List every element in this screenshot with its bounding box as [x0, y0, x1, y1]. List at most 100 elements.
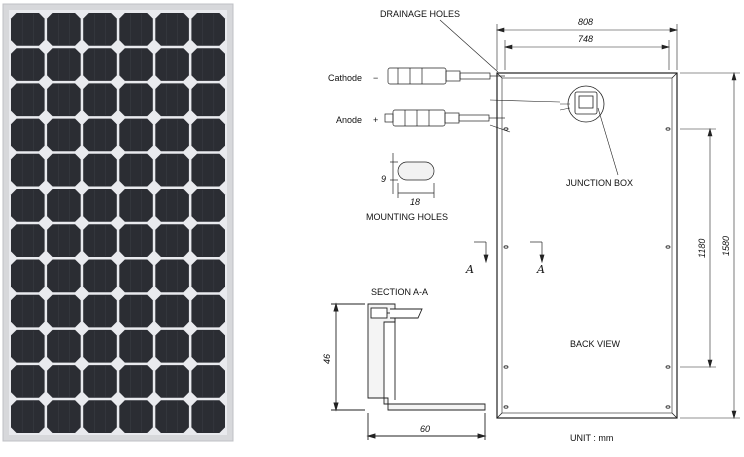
solar-cell [119, 189, 153, 222]
solar-cell [11, 259, 45, 293]
solar-cell [11, 153, 45, 187]
hole-height-text: 9 [381, 174, 386, 184]
dimension-1180-text: 1180 [697, 239, 707, 258]
panel-backsheet [9, 10, 227, 435]
solar-panel-photo [2, 3, 234, 442]
solar-cell [119, 13, 153, 46]
solar-cell [191, 400, 225, 433]
dimension-1580-text: 1580 [721, 236, 731, 256]
solar-cell [155, 118, 189, 152]
solar-cell [119, 48, 153, 81]
cathode-label: Cathode [328, 73, 362, 83]
solar-cell [155, 259, 189, 293]
solar-cell [119, 329, 153, 363]
solar-cell [155, 48, 189, 81]
solar-cell [11, 13, 45, 46]
solar-cell [83, 224, 117, 257]
solar-cell [83, 83, 117, 117]
solar-cell [155, 400, 189, 433]
solar-cell [11, 294, 45, 328]
solar-cell [11, 83, 45, 117]
solar-cell [119, 118, 153, 152]
solar-cell [83, 189, 117, 222]
solar-cell [83, 400, 117, 433]
unit-label: UNIT : mm [570, 433, 613, 443]
solar-cell [83, 365, 117, 398]
drainage-holes-label: DRAINAGE HOLES [380, 9, 460, 19]
leader-lines [439, 19, 619, 176]
cathode-sign: − [373, 73, 378, 83]
solar-cell [155, 329, 189, 363]
solar-cell [191, 224, 225, 257]
solar-cell [155, 189, 189, 222]
solar-cell [83, 259, 117, 293]
hole-width-text: 18 [410, 197, 420, 207]
solar-cell [11, 224, 45, 257]
solar-cell [47, 83, 81, 117]
dimension-808 [495, 24, 679, 70]
technical-drawing [331, 19, 740, 440]
solar-cell [119, 259, 153, 293]
solar-cell [11, 48, 45, 81]
solar-cell [119, 365, 153, 398]
solar-cell [11, 365, 45, 398]
drawing-labels: DRAINAGE HOLES Cathode − Anode + MOUNTIN… [322, 9, 731, 443]
cathode-connector-drawing [387, 67, 505, 85]
solar-cell [47, 48, 81, 81]
solar-cell [119, 224, 153, 257]
section-marker-right: A [536, 263, 545, 276]
solar-cell [191, 365, 225, 398]
solar-cell [155, 224, 189, 257]
panel-cell-grid [11, 13, 225, 433]
solar-cell [191, 153, 225, 187]
solar-cell [47, 365, 81, 398]
solar-cell [191, 329, 225, 363]
anode-connector-drawing [384, 109, 505, 127]
mounting-holes-label: MOUNTING HOLES [366, 212, 448, 222]
solar-cell [83, 294, 117, 328]
solar-cell [47, 153, 81, 187]
solar-cell [191, 294, 225, 328]
dimension-1180 [680, 127, 716, 369]
solar-cell [47, 259, 81, 293]
frame-height-text: 46 [322, 354, 332, 364]
junction-box-label: JUNCTION BOX [566, 178, 633, 188]
junction-box-drawing [559, 85, 605, 123]
solar-cell [83, 118, 117, 152]
solar-cell [11, 118, 45, 152]
solar-cell [47, 224, 81, 257]
solar-cell [191, 83, 225, 117]
solar-cell [47, 13, 81, 46]
solar-cell [47, 329, 81, 363]
solar-cell [47, 118, 81, 152]
anode-sign: + [373, 115, 378, 125]
solar-cell [11, 400, 45, 433]
solar-cell [191, 259, 225, 293]
solar-cell [47, 294, 81, 328]
section-marker-left: A [465, 263, 474, 276]
solar-cell [119, 83, 153, 117]
solar-cell [119, 400, 153, 433]
solar-cell [191, 13, 225, 46]
solar-cell [155, 153, 189, 187]
back-view-label: BACK VIEW [570, 339, 621, 349]
solar-cell [83, 13, 117, 46]
dimension-748 [503, 40, 671, 70]
section-a-a-label: SECTION A-A [371, 287, 428, 297]
back-view-frame [496, 72, 678, 419]
solar-cell [155, 83, 189, 117]
mounting-hole-drawing [390, 153, 435, 198]
solar-cell [47, 189, 81, 222]
frame-width-text: 60 [420, 424, 430, 434]
solar-cell [119, 153, 153, 187]
solar-cell [83, 153, 117, 187]
frame-section-profile [331, 302, 487, 440]
solar-cell [191, 118, 225, 152]
dimension-1580 [680, 71, 740, 420]
solar-cell [155, 294, 189, 328]
solar-cell [191, 48, 225, 81]
frame-holes [503, 127, 671, 409]
solar-cell [191, 189, 225, 222]
solar-cell [155, 13, 189, 46]
